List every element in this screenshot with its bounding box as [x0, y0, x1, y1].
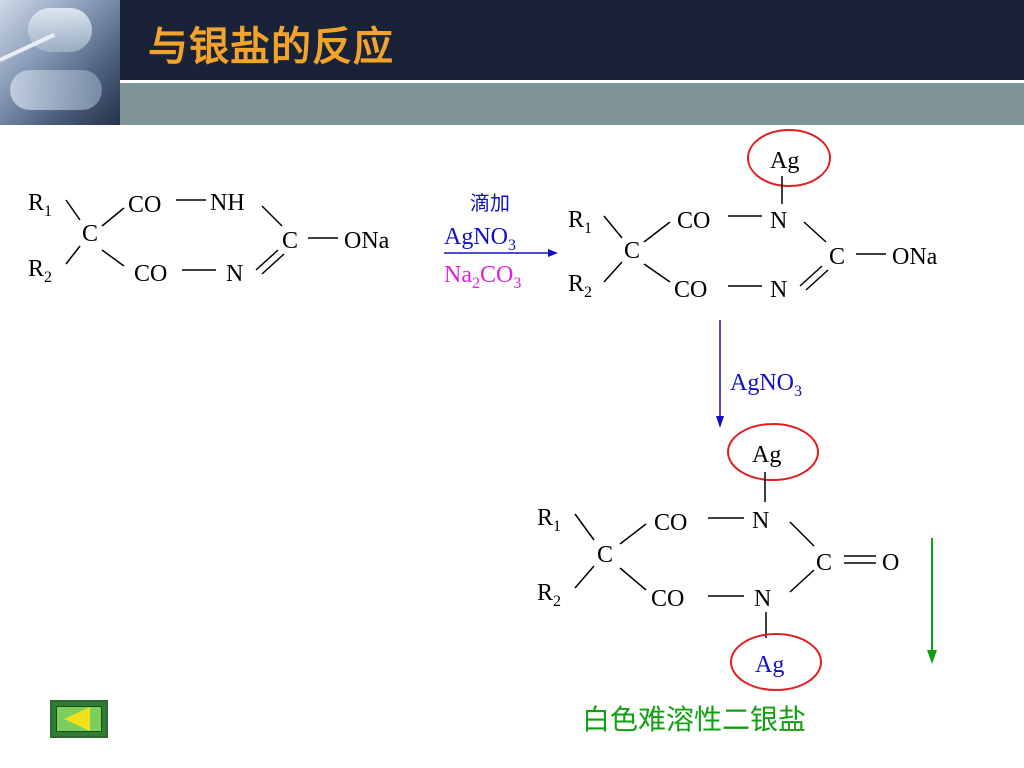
m1-bond [101, 249, 125, 267]
m3-ag-top: Ag [752, 442, 781, 468]
m3-bond [789, 521, 815, 547]
photo-mask-shape [28, 8, 92, 52]
m1-double-bond [261, 253, 285, 275]
m2-r2: R2 [568, 271, 592, 301]
m3-n-bottom: N [754, 586, 771, 612]
m2-ag-highlight-circle [747, 129, 831, 187]
arrow1-above-label: 滴加 [470, 192, 510, 215]
arrow2-head [716, 416, 724, 428]
m3-bond [574, 513, 595, 541]
page-title: 与银盐的反应 [148, 24, 394, 70]
m1-r2: R2 [28, 256, 52, 286]
slide-header [0, 0, 1024, 80]
molecule-3: Ag R1 R2 C CO N C O CO N Ag [537, 423, 899, 691]
m3-bond [619, 567, 647, 591]
m3-o: O [882, 550, 899, 576]
m1-r1: R1 [28, 190, 52, 220]
m2-bond [803, 221, 827, 243]
precipitate-arrow [927, 538, 937, 664]
m2-bond [643, 221, 671, 243]
m1-nh: NH [210, 190, 245, 216]
m1-c: C [82, 221, 98, 247]
m3-ag-bottom: Ag [755, 652, 784, 678]
m3-n-top: N [752, 508, 769, 534]
m3-bond [619, 523, 647, 545]
m2-ag: Ag [770, 148, 799, 174]
m3-ag-bottom-highlight-circle [730, 633, 822, 691]
reaction-arrow-1: 滴加 AgNO3 Na2CO3 [444, 192, 558, 292]
m3-co-top: CO [654, 510, 687, 536]
m2-c2: C [829, 244, 845, 270]
arrow1-reagent-na2co3: Na2CO3 [444, 262, 521, 292]
arrow1-head [548, 249, 558, 257]
triangle-left-icon [64, 707, 90, 731]
m2-bond [603, 261, 623, 283]
m3-ag-top-highlight-circle [727, 423, 819, 481]
molecule-2: Ag R1 R2 C CO N C ONa CO N [568, 129, 938, 303]
m2-n-top: N [770, 208, 787, 234]
m3-co-bottom: CO [651, 586, 684, 612]
m2-co-bottom: CO [674, 277, 707, 303]
nav-back-button[interactable] [50, 700, 108, 738]
m3-r1: R1 [537, 505, 561, 535]
m2-double-bond [805, 269, 829, 291]
m1-bond [261, 205, 283, 227]
precipitate-caption: 白色难溶性二银盐 [582, 704, 806, 736]
m1-bond [65, 199, 81, 221]
molecule-1: R1 R2 C CO NH C ONa CO N [28, 190, 390, 287]
m3-bond [574, 565, 595, 589]
m1-bond [101, 207, 125, 227]
m3-c: C [597, 542, 613, 568]
arrow1-reagent-agno3: AgNO3 [444, 224, 516, 254]
m3-r2: R2 [537, 580, 561, 610]
photo-glove-shape [10, 70, 102, 110]
m2-co-top: CO [677, 208, 710, 234]
m2-c: C [624, 238, 640, 264]
m1-double-bond [255, 249, 279, 271]
m1-co-top: CO [128, 192, 161, 218]
m2-ona: ONa [892, 244, 938, 270]
header-photo [0, 0, 120, 125]
precipitate-arrow-head [927, 650, 937, 664]
header-divider [120, 80, 1024, 83]
m2-bond [603, 215, 623, 239]
m1-c2: C [282, 228, 298, 254]
m3-c2: C [816, 550, 832, 576]
m1-n: N [226, 261, 243, 287]
m1-ona: ONa [344, 228, 390, 254]
m1-bond [65, 245, 81, 265]
arrow2-reagent-agno3: AgNO3 [730, 370, 802, 400]
header-band [120, 83, 1024, 125]
m1-co-bottom: CO [134, 261, 167, 287]
m2-bond [643, 263, 671, 283]
m2-n-bottom: N [770, 277, 787, 303]
m2-double-bond [799, 265, 823, 287]
m3-bond [789, 569, 815, 593]
m2-r1: R1 [568, 207, 592, 237]
reaction-arrow-2: AgNO3 [716, 320, 802, 428]
